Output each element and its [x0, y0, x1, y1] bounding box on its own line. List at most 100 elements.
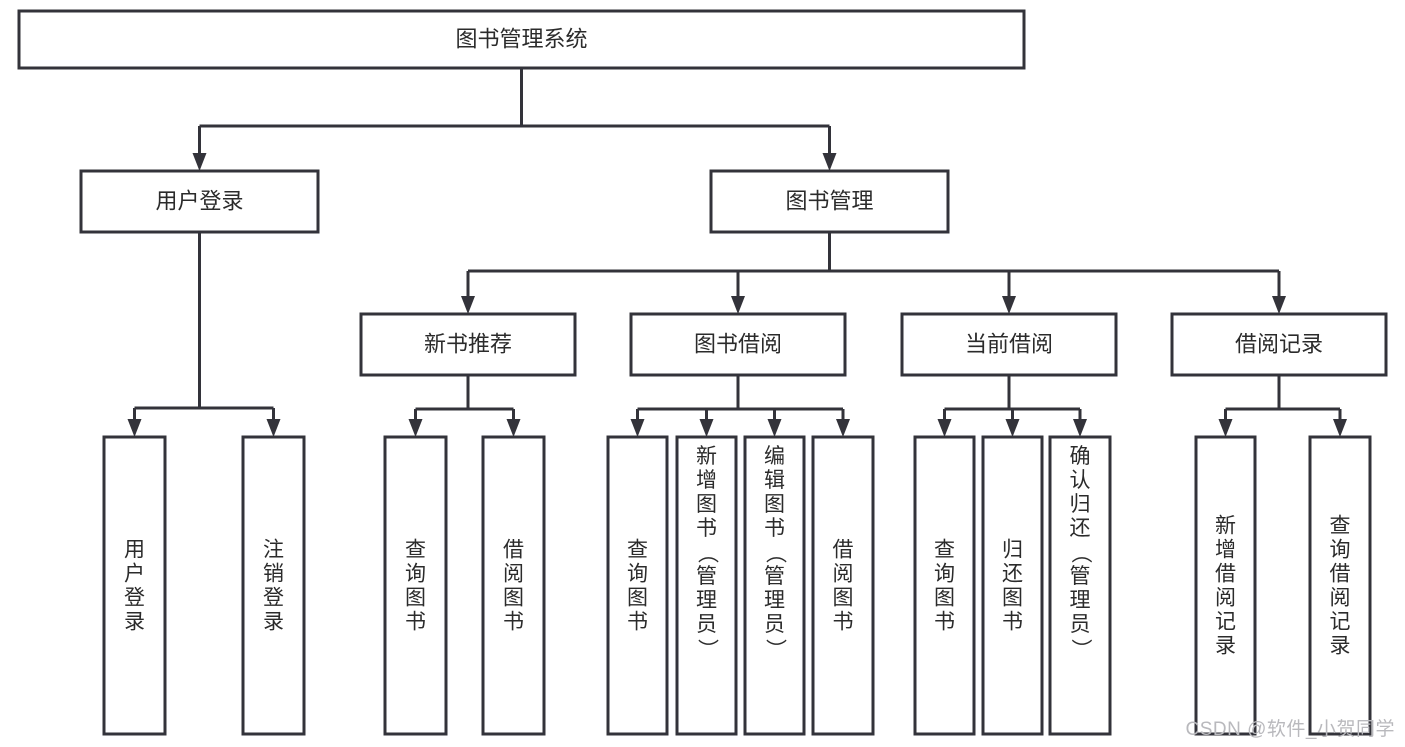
node-label-char: 登	[124, 587, 145, 610]
node-label-char: 借	[1330, 563, 1351, 586]
node-label-char: 员	[1070, 613, 1091, 636]
node-label-new-book-rec: 新书推荐	[424, 331, 512, 356]
node-label-char: 注	[263, 539, 284, 562]
node-user-login[interactable]: 用户登录	[79, 169, 320, 234]
connector-lines	[127, 68, 1347, 437]
node-label-char: 归	[1002, 539, 1023, 562]
node-label-char: 记	[1215, 611, 1236, 634]
node-box-leaf-user-login	[102, 435, 167, 736]
node-new-book-rec[interactable]: 新书推荐	[359, 312, 577, 377]
node-label-char: 借	[503, 539, 524, 562]
arrow-head-icon	[731, 296, 745, 314]
arrow-head-icon	[699, 419, 714, 437]
node-label-char: 图	[1002, 587, 1023, 610]
node-label-char: 录	[263, 611, 284, 634]
node-label-char: ）	[1069, 639, 1092, 660]
arrow-head-icon	[1002, 296, 1016, 314]
node-label-char: 图	[696, 493, 717, 516]
node-label-char: 借	[833, 539, 854, 562]
node-label-char: 询	[934, 563, 955, 586]
node-box-leaf-user-logout	[241, 435, 306, 736]
arrow-head-icon	[836, 419, 850, 437]
arrow-head-icon	[1073, 419, 1087, 437]
node-borrow-record[interactable]: 借阅记录	[1170, 312, 1388, 377]
node-label-char: 阅	[1215, 587, 1236, 610]
node-label-char: （	[696, 543, 719, 564]
arrow-head-icon	[822, 153, 837, 171]
node-label-char: 图	[503, 587, 524, 610]
node-label-char: 图	[627, 587, 648, 610]
node-label-char: 书	[696, 517, 717, 540]
node-label-borrow-record: 借阅记录	[1235, 331, 1323, 356]
node-label-char: 图	[764, 493, 785, 516]
node-label-book-manage: 图书管理	[785, 188, 873, 213]
node-label-current-borrow: 当前借阅	[965, 331, 1053, 356]
node-label-char: 登	[263, 587, 284, 610]
node-label-char: 理	[696, 589, 717, 612]
node-label-char: 还	[1070, 517, 1091, 540]
node-label-char: 书	[764, 517, 785, 540]
node-root[interactable]: 图书管理系统	[17, 9, 1026, 70]
node-label-char: 书	[627, 611, 648, 634]
node-label-char: 理	[1070, 589, 1091, 612]
node-label-char: 录	[124, 611, 145, 634]
node-label-char: 认	[1070, 469, 1091, 492]
node-box-cb-confirm-return	[1048, 435, 1112, 736]
node-box-book-manage	[709, 169, 950, 234]
arrow-head-icon	[506, 419, 521, 437]
node-label-char: 用	[124, 539, 145, 562]
arrow-head-icon	[127, 419, 142, 437]
node-box-bb-borrow-book	[811, 435, 875, 736]
node-label-char: （	[764, 543, 787, 564]
node-box-br-add-record	[1194, 435, 1257, 736]
node-label-char: 管	[1070, 565, 1091, 588]
node-label-char: 录	[1215, 635, 1236, 658]
node-label-char: 书	[503, 611, 524, 634]
node-box-book-borrow	[629, 312, 847, 377]
node-label-char: 员	[696, 613, 717, 636]
arrow-head-icon	[192, 153, 207, 171]
arrow-head-icon	[461, 296, 475, 314]
node-box-current-borrow	[900, 312, 1118, 377]
node-label-char: 查	[405, 539, 426, 562]
node-box-new-book-rec	[359, 312, 577, 377]
node-label-char: 新	[696, 445, 717, 468]
node-label-char: 查	[1330, 515, 1351, 538]
node-label-user-login: 用户登录	[155, 188, 243, 213]
node-label-char: 确	[1070, 445, 1091, 468]
node-label-char: 书	[934, 611, 955, 634]
node-label-char: 阅	[503, 563, 524, 586]
node-label-char: 管	[696, 565, 717, 588]
node-label-char: 编	[764, 445, 785, 468]
node-leaf-user-login[interactable]: 用户登录	[102, 435, 167, 736]
node-label-char: 归	[1070, 493, 1091, 516]
node-book-manage[interactable]: 图书管理	[709, 169, 950, 234]
node-label-char: 员	[764, 613, 785, 636]
node-box-borrow-record	[1170, 312, 1388, 377]
node-label-char: 理	[764, 589, 785, 612]
node-book-borrow[interactable]: 图书借阅	[629, 312, 847, 377]
arrow-head-icon	[266, 419, 281, 437]
node-label-char: 销	[263, 563, 284, 586]
arrow-head-icon	[767, 419, 782, 437]
node-label-char: 查	[627, 539, 648, 562]
node-box-bb-query-book	[606, 435, 669, 736]
arrow-head-icon	[408, 419, 423, 437]
node-label-char: 书	[833, 611, 854, 634]
node-label-char: ）	[764, 639, 787, 660]
node-label-char: 阅	[833, 563, 854, 586]
node-current-borrow[interactable]: 当前借阅	[900, 312, 1118, 377]
